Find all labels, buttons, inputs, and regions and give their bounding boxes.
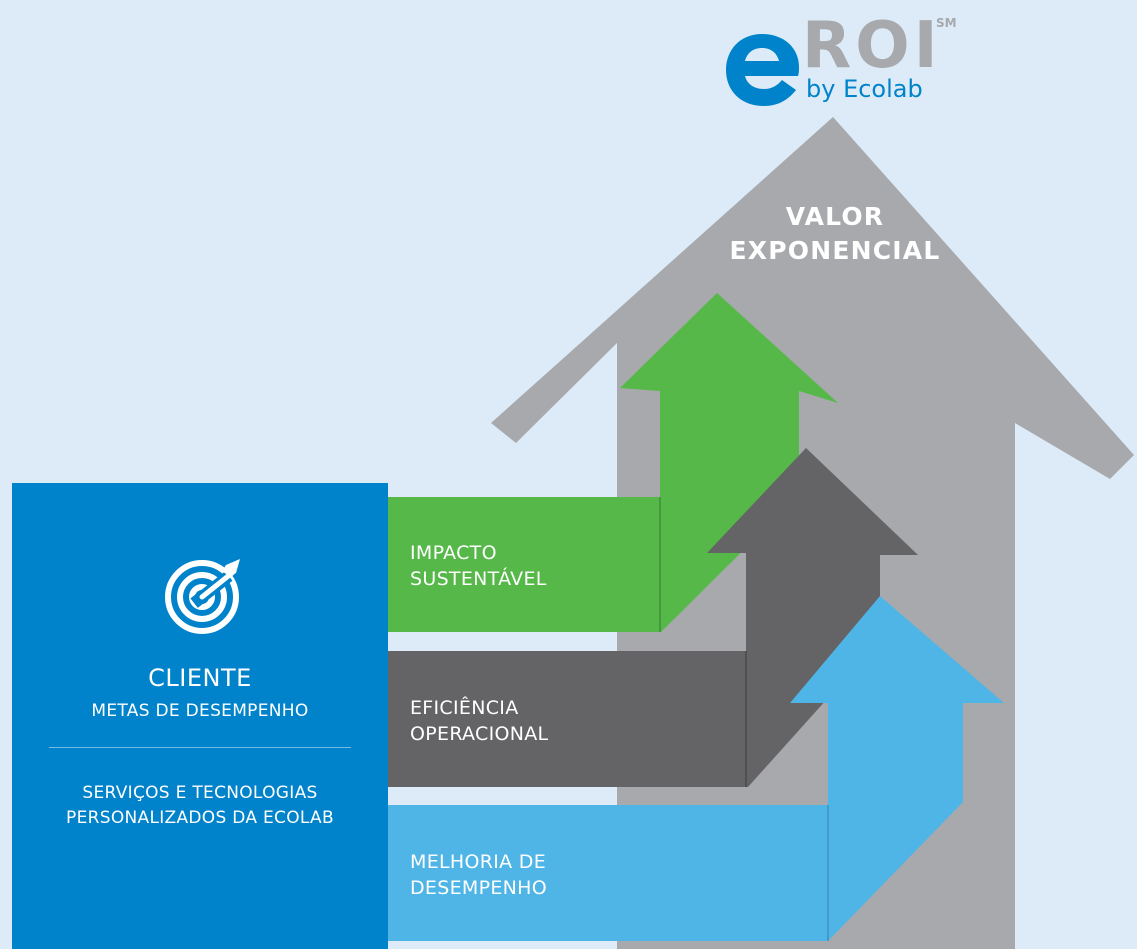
impacto-label: IMPACTO SUSTENTÁVEL [410, 540, 547, 592]
target-icon [165, 559, 240, 634]
client-services: SERVIÇOS E TECNOLOGIAS PERSONALIZADOS DA… [12, 781, 388, 831]
e-logo-icon [726, 34, 799, 106]
eficiencia-arrow [388, 448, 918, 787]
impacto-label-line2: SUSTENTÁVEL [410, 568, 547, 590]
client-services-line2: PERSONALIZADOS DA ECOLAB [66, 808, 334, 828]
client-title: CLIENTE [148, 664, 252, 692]
eroi-logo: ROI SM by Ecolab [722, 8, 982, 112]
logo-roi-text: ROI [802, 9, 942, 83]
valor-label-line2: EXPONENCIAL [729, 236, 941, 265]
melhoria-label-line2: DESEMPENHO [410, 877, 548, 899]
valor-label-line1: VALOR [785, 202, 885, 231]
client-services-line1: SERVIÇOS E TECNOLOGIAS [82, 783, 318, 803]
melhoria-label: MELHORIA DE DESEMPENHO [410, 849, 547, 901]
melhoria-label-line1: MELHORIA DE [410, 851, 547, 873]
melhoria-arrow [388, 596, 1004, 941]
client-panel: CLIENTE METAS DE DESEMPENHO SERVIÇOS E T… [12, 483, 388, 949]
logo-service-mark: SM [936, 16, 957, 30]
eficiencia-label-line1: EFICIÊNCIA [410, 697, 519, 719]
logo-byline: by Ecolab [806, 75, 923, 103]
eficiencia-label-line2: OPERACIONAL [410, 723, 549, 745]
impacto-label-line1: IMPACTO [410, 542, 497, 564]
eficiencia-label: EFICIÊNCIA OPERACIONAL [410, 695, 548, 747]
client-subtitle: METAS DE DESEMPENHO [91, 701, 309, 721]
client-divider [49, 747, 351, 748]
valor-exponencial-label: VALOR EXPONENCIAL [700, 200, 970, 268]
